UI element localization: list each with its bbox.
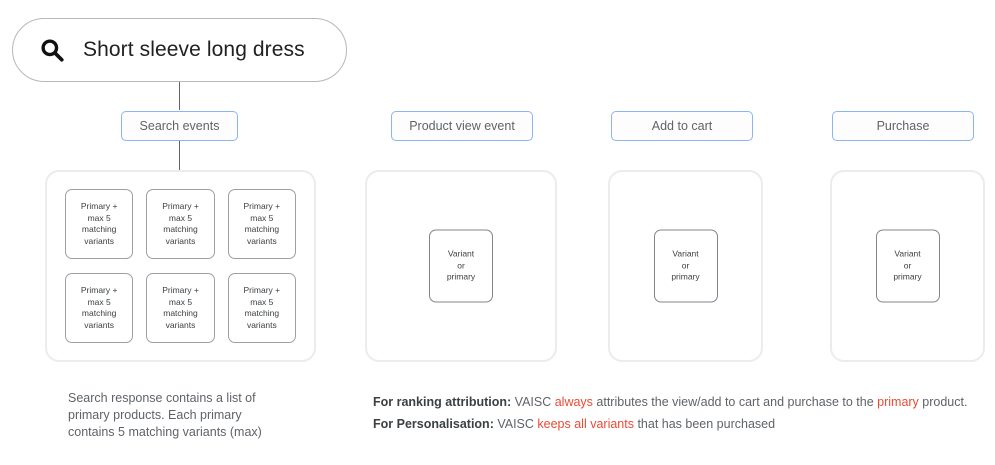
note-personalisation-part2: that has been purchased (633, 417, 776, 431)
note-personalisation-highlight: keeps all variants (537, 417, 634, 431)
caption-search-response: Search response contains a list of prima… (68, 390, 318, 441)
connector-line-top (179, 82, 180, 110)
connector-line-bottom (179, 141, 180, 171)
note-ranking-attribution: For ranking attribution: VAISC always at… (373, 391, 988, 413)
note-ranking-label: For ranking attribution: (373, 395, 512, 409)
pill-add-to-cart[interactable]: Add to cart (611, 111, 753, 141)
pill-search-events[interactable]: Search events (121, 111, 238, 141)
caption-line-3: contains 5 matching variants (max) (68, 425, 262, 439)
caption-line-1: Search response contains a list of (68, 391, 256, 405)
note-ranking-part2: attributes the view/add to cart and purc… (592, 395, 878, 409)
note-personalisation-part1: VAISC (493, 417, 538, 431)
note-personalisation-label: For Personalisation: (373, 417, 494, 431)
pill-purchase[interactable]: Purchase (832, 111, 974, 141)
note-personalisation: For Personalisation: VAISC keeps all var… (373, 413, 988, 435)
notes-block: For ranking attribution: VAISC always at… (373, 391, 988, 435)
note-ranking-part3: product. (918, 395, 968, 409)
search-bar[interactable]: Short sleeve long dress (12, 18, 347, 82)
note-ranking-highlight-primary: primary (877, 395, 919, 409)
caption-line-2: primary products. Each primary (68, 408, 242, 422)
search-icon (41, 39, 64, 62)
note-ranking-highlight-always: always (554, 395, 593, 409)
search-query-text: Short sleeve long dress (83, 38, 305, 61)
note-ranking-part1: VAISC (511, 395, 555, 409)
pill-product-view-event[interactable]: Product view event (391, 111, 533, 141)
